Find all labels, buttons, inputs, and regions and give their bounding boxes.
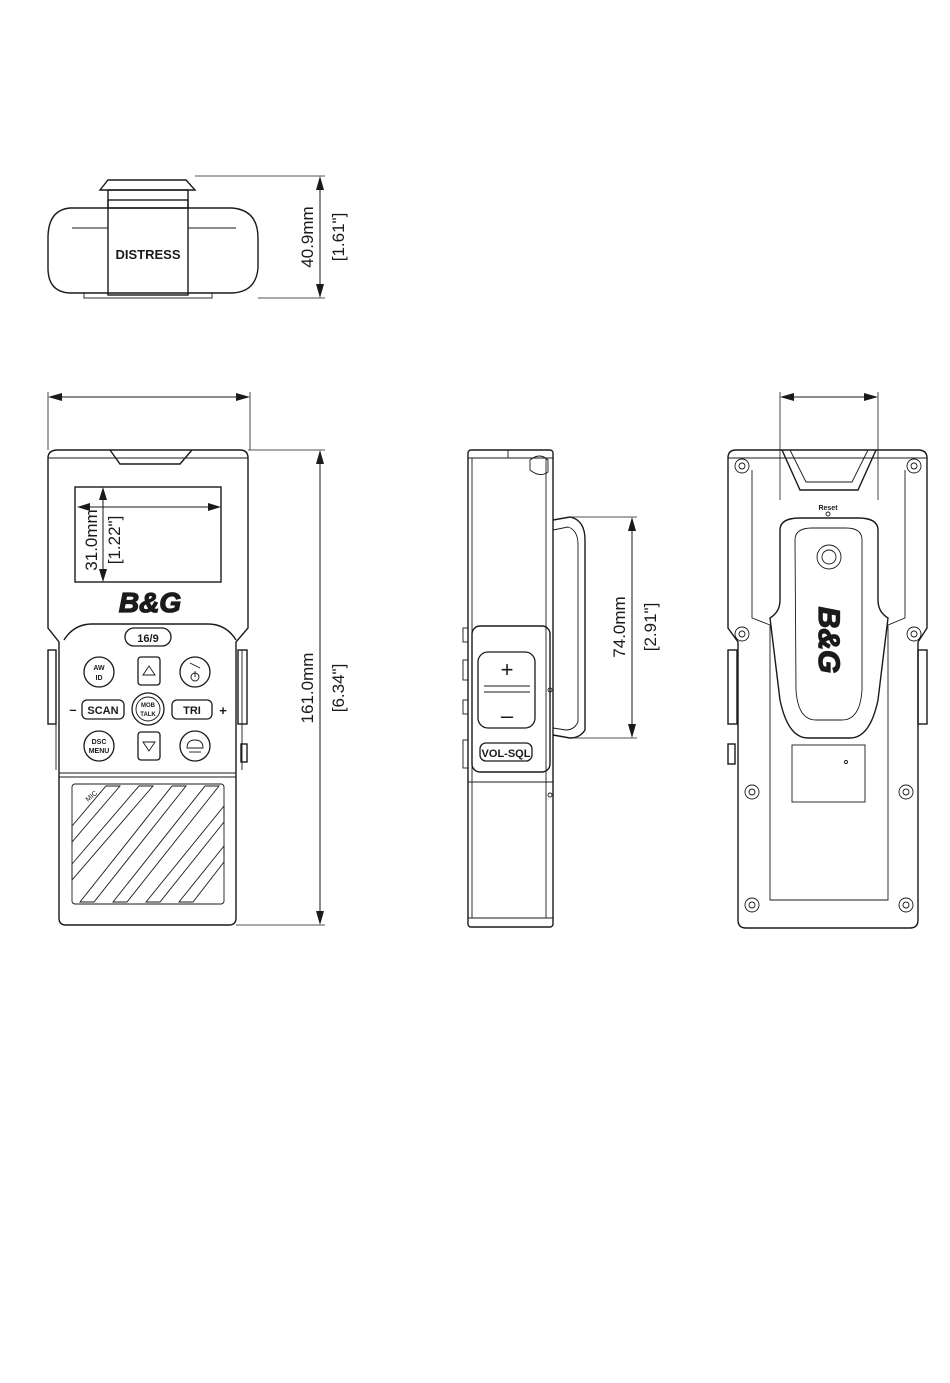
id-label: ID: [96, 675, 103, 682]
reset-label: Reset: [818, 505, 838, 512]
minus-sign: –: [69, 702, 76, 717]
dsc-menu-button[interactable]: [84, 731, 114, 761]
menu-label: MENU: [89, 748, 110, 755]
height-top-mm: 40.9mm: [298, 206, 317, 267]
dsc-label: DSC: [92, 739, 107, 746]
front-view: 31.0mm [1.22"] B&G 16/9 AW ID SCAN: [48, 392, 348, 925]
height-top-in: [1.61"]: [329, 213, 348, 262]
vol-sql-label: VOL-SQL: [482, 748, 531, 760]
distress-label: DISTRESS: [115, 247, 180, 262]
scan-label: SCAN: [87, 705, 118, 717]
back-view: Reset B&G: [728, 392, 927, 928]
speaker-grille: [72, 786, 224, 902]
top-view: DISTRESS 40.9mm [1.61"]: [48, 176, 348, 298]
side-minus-label: –: [501, 703, 514, 728]
aw-label: AW: [93, 665, 105, 672]
center-key-top: MOB: [141, 703, 156, 709]
plus-sign: +: [219, 703, 227, 718]
reset-button[interactable]: [826, 512, 830, 516]
side-plus-label: +: [501, 657, 514, 682]
weather-button[interactable]: [180, 731, 210, 761]
clip-height-mm: 74.0mm: [610, 596, 629, 657]
down-button[interactable]: [138, 732, 160, 760]
tri-label: TRI: [183, 705, 201, 717]
screen-in: [1.22"]: [105, 516, 124, 565]
back-brand-logo: B&G: [812, 607, 845, 674]
channel-16-9-label: 16/9: [137, 633, 158, 645]
brand-logo: B&G: [119, 587, 181, 618]
side-view: + – VOL-SQL 74.0mm [2.91"]: [463, 450, 660, 927]
mic-label: MIC: [85, 790, 99, 804]
overall-height-mm: 161.0mm: [298, 653, 317, 724]
center-key-bottom: TALK: [140, 712, 156, 718]
overall-height-in: [6.34"]: [329, 664, 348, 713]
screw-icon: [735, 459, 921, 912]
mob-button[interactable]: [132, 693, 164, 725]
screen-mm: 31.0mm: [82, 509, 101, 570]
up-button[interactable]: [138, 657, 160, 685]
aw-id-button[interactable]: [84, 657, 114, 687]
clip-height-in: [2.91"]: [641, 603, 660, 652]
